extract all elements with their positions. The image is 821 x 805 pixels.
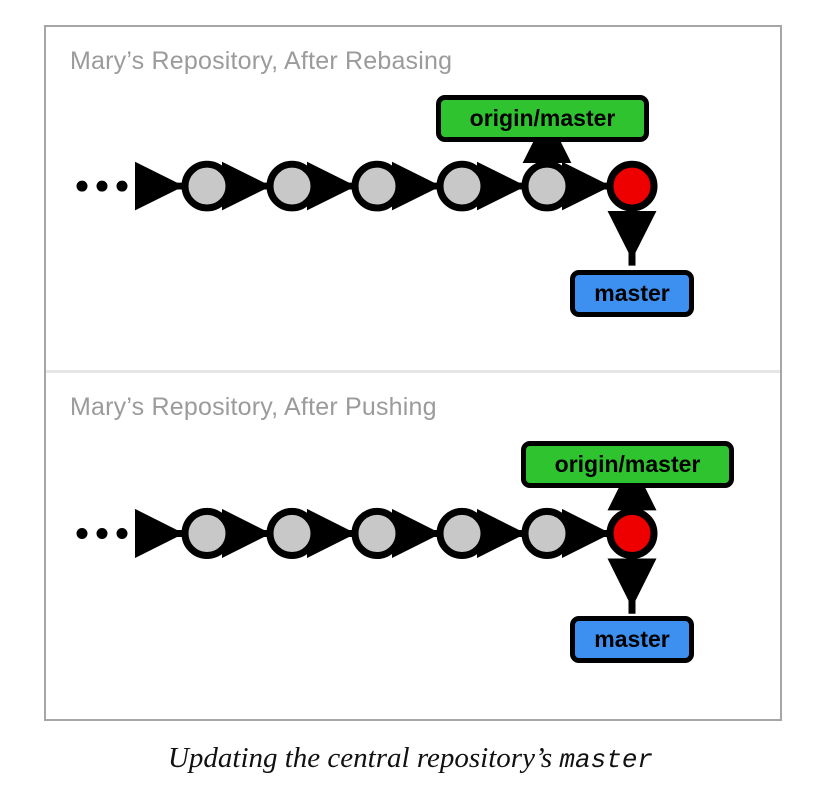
commit-nodes-pushing <box>181 507 658 560</box>
commit-node <box>351 160 403 212</box>
origin-master-badge-rebasing[interactable]: origin/master <box>436 95 649 142</box>
commit-node <box>181 160 233 212</box>
panel-title-pushing: Mary’s Repository, After Pushing <box>70 393 437 421</box>
commit-node <box>436 507 488 560</box>
commit-graph-pushing <box>76 461 658 614</box>
caption-text: Updating the central repository’s <box>167 742 560 774</box>
commit-node-head <box>606 507 658 560</box>
master-badge-pushing[interactable]: master <box>570 616 694 663</box>
commit-node <box>521 507 573 560</box>
commit-graph-rebasing <box>76 114 658 266</box>
commit-node <box>521 160 573 212</box>
commit-node <box>436 160 488 212</box>
panel-title-rebasing: Mary’s Repository, After Rebasing <box>70 47 453 75</box>
commit-node <box>266 507 318 560</box>
commit-node <box>181 507 233 560</box>
figure-frame: Mary’s Repository, After Rebasing <box>44 25 782 721</box>
commit-node <box>266 160 318 212</box>
ellipsis-dots-pushing <box>76 527 128 539</box>
commit-nodes-rebasing <box>181 160 658 212</box>
origin-master-badge-pushing[interactable]: origin/master <box>521 441 734 488</box>
caption-mono-master: master <box>559 745 654 775</box>
commit-node-head <box>606 160 658 212</box>
panel-after-rebasing: Mary’s Repository, After Rebasing <box>46 27 780 373</box>
master-badge-rebasing[interactable]: master <box>570 270 694 317</box>
ellipsis-dots-rebasing <box>76 180 128 192</box>
commit-node <box>351 507 403 560</box>
panel-after-pushing: Mary’s Repository, After Pushing <box>46 373 780 719</box>
figure-caption: Updating the central repository’s master <box>0 742 821 775</box>
